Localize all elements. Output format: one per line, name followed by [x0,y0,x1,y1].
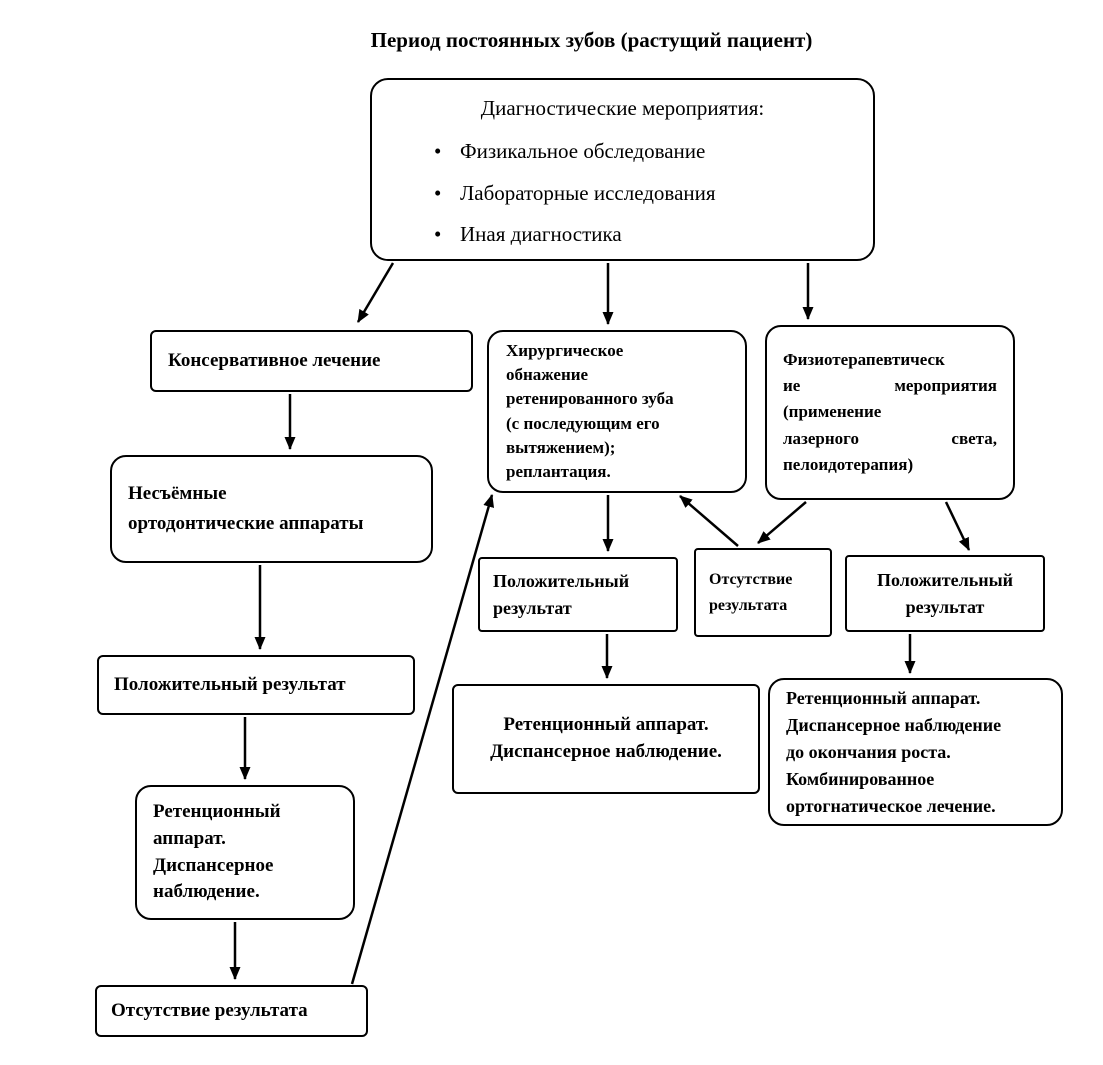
box-surgical-exposure: Хирургическое обнажение ретенированного … [487,330,747,493]
diagnostic-item: • Физикальное обследование [434,136,873,166]
arrow-physio-to-no-result [757,501,807,544]
box-positive-result-right: Положительный результат [845,555,1045,632]
diagnostic-item-label: Иная диагностика [460,222,622,247]
box-retention-middle: Ретенционный аппарат. Диспансерное наблю… [452,684,760,794]
diagnostic-item: • Иная диагностика [434,219,873,249]
box-retention-right: Ретенционный аппарат. Диспансерное наблю… [768,678,1063,826]
box-positive-result-left: Положительный результат [97,655,415,715]
box-conservative-treatment: Консервативное лечение [150,330,473,392]
bullet-icon: • [434,180,442,205]
box-physiotherapy: Физиотерапевтическ ие мероприятия (приме… [765,325,1015,500]
page-title: Период постоянных зубов (растущий пациен… [370,28,813,52]
box-no-result-left: Отсутствие результата [95,985,368,1037]
box-diagnostics: Диагностические мероприятия: • Физикально… [370,78,875,261]
diagnostic-item-label: Физикальное обследование [460,139,706,164]
arrow-no-result-to-surgical [679,495,739,547]
bullet-icon: • [434,139,442,164]
box-fixed-orthodontic-appliances: Несъёмные ортодонтические аппараты [110,455,433,563]
diagnostic-item: • Лабораторные исследования [434,178,873,208]
bullet-icon: • [434,222,442,247]
box-positive-result-middle: Положительный результат [478,557,678,632]
box-retention-left: Ретенционный аппарат. Диспансерное наблю… [135,785,355,920]
diagnostic-item-label: Лабораторные исследования [460,180,716,205]
box-no-result-middle: Отсутствие результата [694,548,832,637]
diagnostics-heading: Диагностические мероприятия: [480,96,765,120]
arrow-physio-to-positive-right [944,501,971,551]
arrow-diagnostics-to-conservative [356,262,395,323]
